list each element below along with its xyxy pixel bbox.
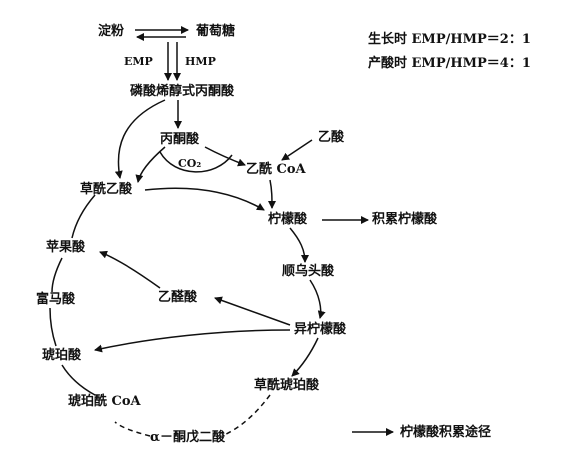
node-alpha-ketoglutarate: α－酮戊二酸 [150, 430, 226, 445]
node-isocitrate: 异柠檬酸 [294, 322, 347, 337]
co2-arc [159, 151, 233, 173]
oxalosuccinate-akg-dashed [221, 394, 271, 437]
node-starch: 淀粉 [98, 24, 125, 39]
acetate-to-acetylcoa-arrow [281, 139, 313, 161]
succinate-succinylcoa-arc [61, 364, 96, 396]
node-glucose: 葡萄糖 [196, 24, 236, 39]
node-acetic-acid: 乙酸 [318, 130, 345, 145]
label-emp: EMP [124, 55, 153, 68]
node-acetyl-coa: 乙酰 CoA [246, 162, 306, 177]
ratio-growth: 生长时 EMP/HMP＝2：1 [368, 32, 531, 47]
node-oxaloacetate: 草酰乙酸 [80, 182, 133, 197]
pyruvate-to-oxaloacetate-arrow [135, 146, 166, 183]
isocitrate-to-glyoxylate-arrow [214, 296, 291, 326]
isocitrate-to-oxalosuccinate-arrow [291, 337, 319, 377]
node-pep: 磷酸烯醇式丙酮酸 [130, 84, 235, 99]
acetylcoa-to-citrate-arrow [267, 179, 276, 209]
malate-fumarate-arc [51, 257, 63, 293]
node-succinyl-coa: 琥珀酰 CoA [68, 394, 141, 409]
node-succinate: 琥珀酸 [42, 348, 82, 363]
node-pyruvate: 丙酮酸 [160, 132, 200, 147]
node-citrate-accumulation: 积累柠檬酸 [372, 212, 438, 227]
citrate-to-cisaconitate-arrow [289, 227, 309, 263]
cisaconitate-to-isocitrate-arrow [309, 279, 326, 319]
isocitrate-to-succinate-arrow [94, 329, 291, 353]
node-fumarate: 富马酸 [36, 292, 76, 307]
legend-label: 柠檬酸积累途径 [400, 425, 492, 440]
node-glyoxylate: 乙醛酸 [158, 290, 198, 305]
pep-to-oxaloacetate-arrow [114, 99, 166, 179]
oxaloacetate-malate-arc [71, 194, 96, 239]
oxaloacetate-to-citrate-arrow [144, 187, 265, 211]
node-cis-aconitate: 顺乌头酸 [282, 264, 335, 279]
node-citrate: 柠檬酸 [268, 212, 308, 227]
ratio-acid-production: 产酸时 EMP/HMP＝4：1 [368, 56, 531, 71]
label-co2: CO₂ [178, 157, 202, 170]
akg-succinylcoa-dashed [114, 421, 151, 437]
label-hmp: HMP [185, 55, 216, 68]
pyruvate-to-acetylcoa-arrow [204, 146, 246, 167]
node-malate: 苹果酸 [46, 240, 86, 255]
fumarate-succinate-arc [49, 307, 57, 347]
node-oxalosuccinate: 草酰琥珀酸 [254, 378, 320, 393]
glyoxylate-to-malate-arrow [99, 250, 161, 289]
